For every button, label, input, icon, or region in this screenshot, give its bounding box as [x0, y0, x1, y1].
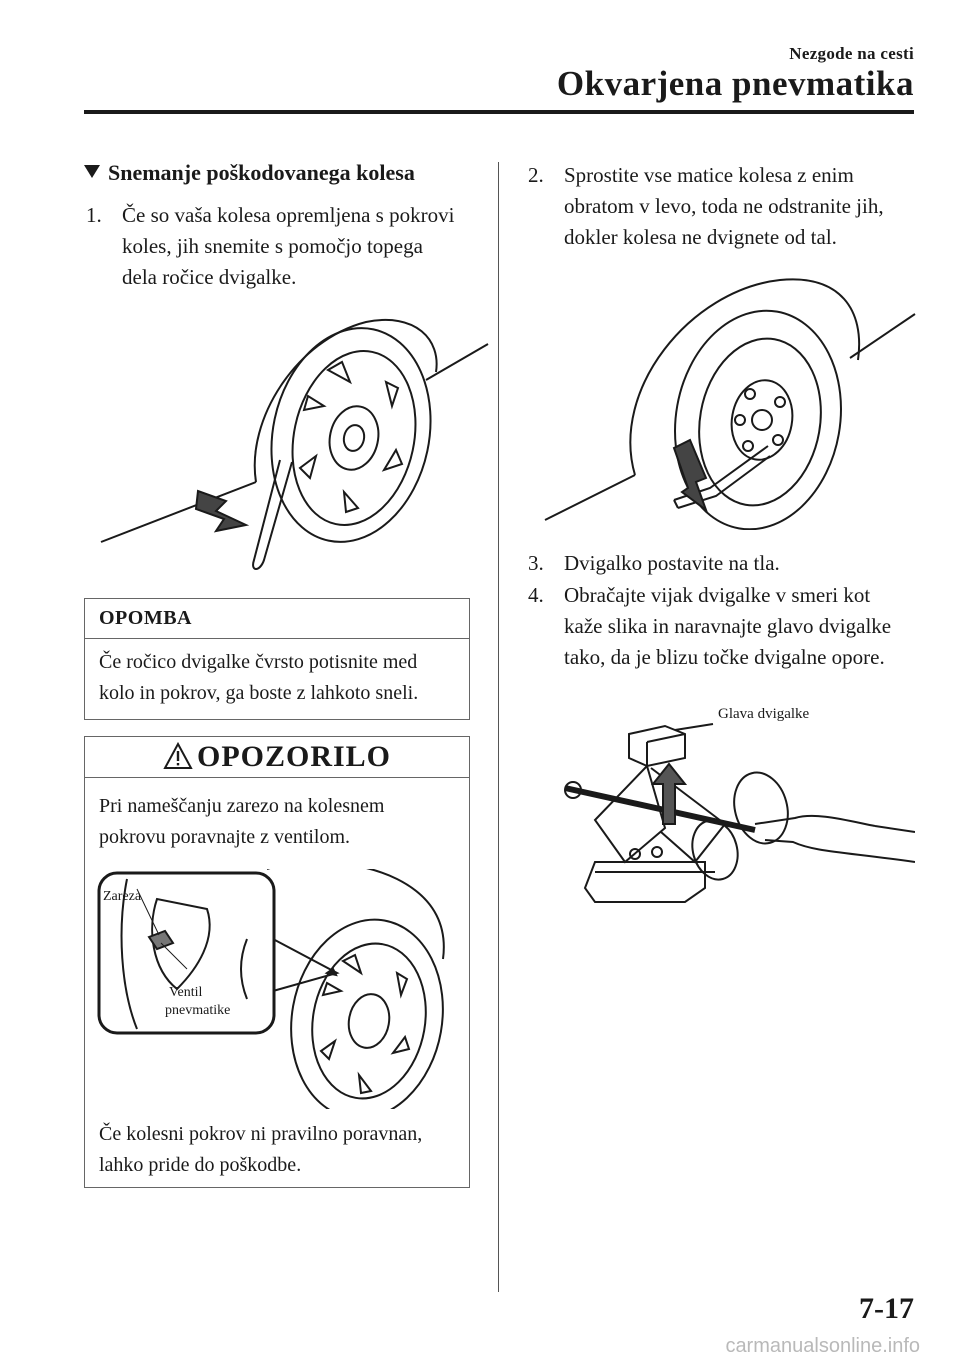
- note-box: OPOMBA Če ročico dvigalke čvrsto potisni…: [84, 598, 470, 720]
- step-line: Če so vaša kolesa opremljena s pokrovi: [122, 203, 455, 227]
- step-line: tako, da je blizu točke dvigalne opore.: [564, 645, 885, 669]
- column-divider: [498, 162, 499, 1292]
- step-line: obratom v levo, toda ne odstranite jih,: [564, 194, 884, 218]
- valve-label-line-2: pnevmatike: [165, 1003, 231, 1018]
- step-line: Sprostite vse matice kolesa z enim: [564, 163, 854, 187]
- warning-line: Pri nameščanju zarezo na kolesnem: [99, 795, 385, 817]
- step-4: 4. Obračajte vijak dvigalke v smeri kot …: [528, 580, 891, 673]
- step-number: 3.: [528, 551, 544, 575]
- step-number: 1.: [86, 203, 102, 227]
- valve-alignment-illustration: [97, 869, 445, 1109]
- warning-line: Če kolesni pokrov ni pravilno poravnan,: [99, 1123, 423, 1145]
- warning-triangle-icon: [163, 741, 193, 769]
- step-line: Obračajte vijak dvigalke v smeri kot: [564, 583, 871, 607]
- page-title: Okvarjena pnevmatika: [556, 64, 914, 103]
- step-3: 3. Dvigalko postavite na tla.: [528, 548, 780, 579]
- wheel-cover-removal-illustration: [100, 319, 489, 570]
- section-heading: Snemanje poškodovanega kolesa: [84, 160, 415, 186]
- page-number: 7-17: [859, 1292, 914, 1325]
- watermark: carmanualsonline.info: [725, 1335, 920, 1357]
- warning-line: lahko pride do poškodbe.: [99, 1154, 302, 1176]
- step-line: Dvigalko postavite na tla.: [564, 551, 780, 575]
- section-heading-text: Snemanje poškodovanega kolesa: [108, 160, 415, 185]
- valve-label-line-1: Ventil: [169, 985, 203, 1000]
- jack-head-label: Glava dvigalke: [718, 706, 810, 722]
- note-line: kolo in pokrov, ga boste z lahkoto sneli…: [99, 682, 419, 704]
- warning-box: OPOZORILO Pri nameščanju zarezo na koles…: [84, 736, 470, 1188]
- header-section: Nezgode na cesti: [789, 44, 914, 63]
- step-line: koles, jih snemite s pomočjo topega: [122, 234, 423, 258]
- step-number: 2.: [528, 163, 544, 187]
- scissor-jack-illustration: [564, 723, 915, 903]
- loosen-nuts-illustration: [544, 278, 916, 530]
- step-2: 2. Sprostite vse matice kolesa z enim ob…: [528, 160, 884, 253]
- step-line: kaže slika in naravnajte glavo dvigalke: [564, 614, 892, 638]
- step-line: dokler kolesa ne dvignete od tal.: [564, 225, 837, 249]
- step-1: 1. Če so vaša kolesa opremljena s pokrov…: [86, 200, 454, 293]
- notch-label: Zareza: [103, 889, 142, 904]
- warning-line: pokrovu poravnajte z ventilom.: [99, 826, 351, 848]
- step-number: 4.: [528, 583, 544, 607]
- note-heading: OPOMBA: [85, 599, 469, 639]
- note-line: Če ročico dvigalke čvrsto potisnite med: [99, 651, 418, 673]
- warning-heading-text: OPOZORILO: [196, 740, 392, 773]
- header-rule: [84, 110, 914, 114]
- triangle-bullet-icon: [84, 165, 100, 178]
- step-line: dela ročice dvigalke.: [122, 265, 297, 289]
- warning-heading: OPOZORILO: [85, 737, 469, 778]
